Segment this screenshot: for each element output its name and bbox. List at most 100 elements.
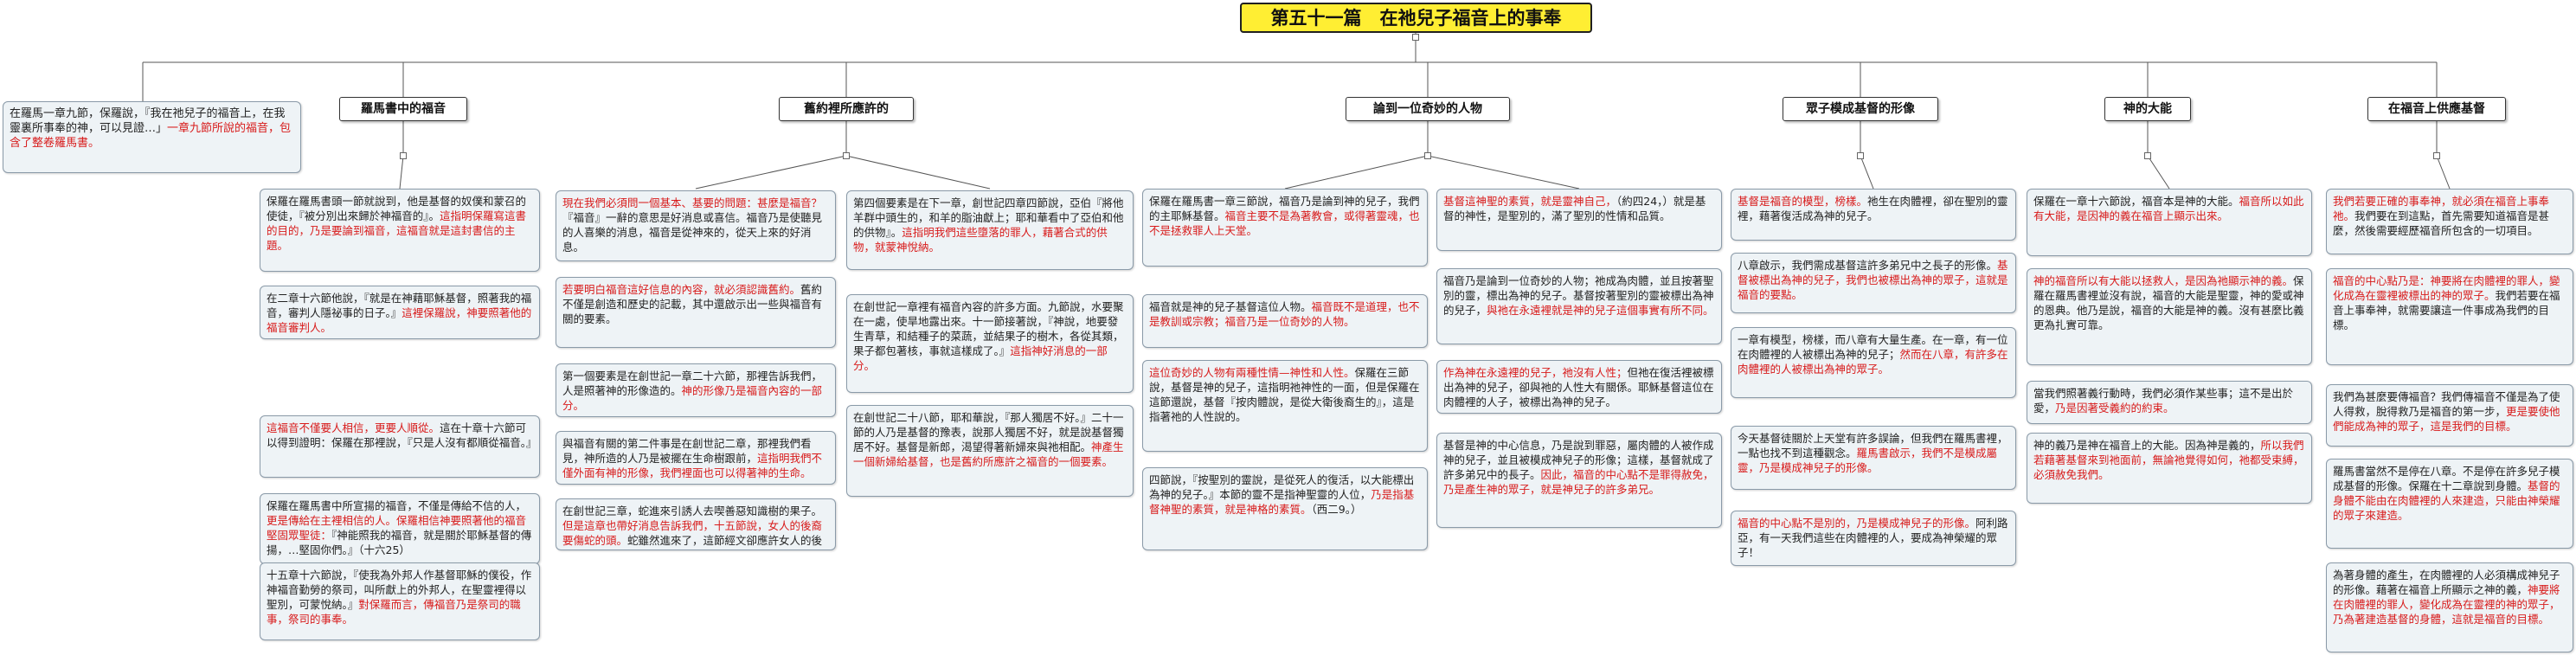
note-text: 保羅在羅馬書中所宣揚的福音，不僅是傳給不信的人， <box>267 499 527 512</box>
note-c1-4[interactable]: 保羅在羅馬書中所宣揚的福音，不僅是傳給不信的人，更是傳給在主裡相信的人。保羅相信… <box>260 493 540 564</box>
branch-6[interactable]: 在福音上供應基督 <box>2367 97 2506 121</box>
note-c1-1[interactable]: 保羅在羅馬書頭一節就說到，他是基督的奴僕和蒙召的使徒，『被分別出來歸於神福音的』… <box>260 189 540 272</box>
note-c2-1[interactable]: 現在我們必須問一個基本、基要的問題：甚麼是福音？『福音』一辭的意思是好消息或喜信… <box>556 190 836 261</box>
note-c7-3[interactable]: 當我們照著義行動時，我們必須作某些事；這不是出於愛，乃是因著受義約的約束。 <box>2027 381 2312 424</box>
note-text: 今天基督徒關於上天堂有許多誤論，但我們在羅馬書裡，一點也找不到這種觀念。 <box>1738 432 2008 460</box>
note-connector <box>695 155 847 190</box>
collapse-handle[interactable] <box>400 152 407 159</box>
branch-2[interactable]: 舊約裡所應許的 <box>779 97 914 121</box>
branch-5[interactable]: 神的大能 <box>2104 97 2191 121</box>
note-c2-4[interactable]: 與福音有關的第二件事是在創世記二章，那裡我們看見，神所造的人乃是被擺在生命樹跟前… <box>556 431 836 485</box>
note-text: 十五章十六節說，『使我為外邦人作基督耶穌的僕役，作神福音勤勞的祭司，叫所獻上的外… <box>267 569 532 611</box>
note-text: 乃是因著受義約的約束。 <box>2055 402 2175 415</box>
note-text: 保羅在一章十六節說，福音本是神的大能。 <box>2033 195 2239 208</box>
note-text: 這指神好消息的一部分。 <box>853 344 1108 372</box>
note-c4-4[interactable]: 四節說，『按聖別的靈說，是從死人的復活，以大能標出為神的兒子。』本節的靈不是指神… <box>1142 467 1428 550</box>
note-c2-5[interactable]: 在創世記三章，蛇進來引誘人去喫善惡知識樹的果子。但是這章也帶好消息告訴我們，十五… <box>556 498 836 550</box>
note-connector <box>1284 155 1429 190</box>
collapse-handle[interactable] <box>1424 152 1431 159</box>
collapse-handle[interactable] <box>2433 152 2440 159</box>
note-text: 這裡保羅說，神要照著他的福音審判人。 <box>267 306 532 334</box>
note-c8-2[interactable]: 福音的中心點乃是：神要將在肉體裡的罪人，變化成為在靈裡被標出的神的眾子。我們若要… <box>2326 268 2573 365</box>
note-c3-1[interactable]: 第四個要素是在下一章，創世記四章四節說，亞伯『將他羊群中頭生的，和羊的脂油獻上；… <box>846 190 1134 270</box>
note-c5-3[interactable]: 作為神在永遠裡的兒子，祂沒有人性；但祂在復活裡被標出為神的兒子，卻與祂的人性大有… <box>1436 360 1722 414</box>
note-text: 舊約不僅是創造和歷史的記載，其中還啟示出一些與福音有關的要素。 <box>562 283 823 325</box>
note-c2-2[interactable]: 若要明白福音這好信息的內容，就必須認識舊約。舊約不僅是創造和歷史的記載，其中還啟… <box>556 277 836 348</box>
note-c1-2[interactable]: 在二章十六節他說，『就是在神藉耶穌基督，照著我的福音，審判人隱祕事的日子。』這裡… <box>260 286 540 339</box>
note-connector <box>1427 155 1580 190</box>
note-c1-5[interactable]: 十五章十六節說，『使我為外邦人作基督耶穌的僕役，作神福音勤勞的祭司，叫所獻上的外… <box>260 562 540 640</box>
note-c8-5[interactable]: 為著身體的產生，在肉體裡的人必須構成神兒子的形像。藉著在福音上所顯示之神的義，神… <box>2326 562 2573 652</box>
note-text: 福音的中心點乃是：神要將在肉體裡的罪人，變化成為在靈裡被標出的神的眾子。 <box>2333 274 2560 302</box>
note-text: 我們要在到這點，首先需要知道福音是甚麼，然後需要經歷福音所包含的一切項目。 <box>2333 209 2550 237</box>
note-c6-5[interactable]: 福音的中心點不是別的，乃是模成神兒子的形像。阿利路亞，有一天我們這些在肉體裡的人… <box>1731 511 2016 566</box>
note-c7-1[interactable]: 保羅在一章十六節說，福音本是神的大能。福音所以如此有大能，是因神的義在福音上顯示… <box>2027 189 2312 256</box>
note-text: 第四個要素是在下一章，創世記四章四節說，亞伯『將他羊群中頭生的，和羊的脂油獻上；… <box>853 196 1124 239</box>
note-text: 與福音有關的第二件事是在創世記二章，那裡我們看見，神所造的人乃是被擺在生命樹跟前… <box>562 437 812 465</box>
note-text: 我們若要在福音上事奉神，就需要讓這一件事成為我們的目標。 <box>2333 289 2560 331</box>
note-text: 保羅在羅馬書裡並沒有說，福音的大能是聖靈，神的愛或神的恩典。他乃是說，福音的大能… <box>2033 274 2304 331</box>
note-text: 福音所以如此有大能，是因神的義在福音上顯示出來。 <box>2033 195 2304 222</box>
note-text: 我們若要正確的事奉神，就必須在福音上事奉祂。 <box>2333 195 2550 222</box>
note-text: 福音的中心點不是別的，乃是模成神兒子的形像。 <box>1738 517 1976 530</box>
branch-3[interactable]: 論到一位奇妙的人物 <box>1346 97 1510 121</box>
note-text: 基督被標出為神的兒子，我們也被標出為神的眾子，這就是福音的要點。 <box>1738 259 2008 301</box>
note-text: 這指明保羅寫這書的目的，乃是要論到福音，這福音就是這封書信的主題。 <box>267 209 527 252</box>
note-text: 但是這章也帶好消息告訴我們，十五節說，女人的後裔要傷蛇的頭。 <box>562 519 823 547</box>
note-text: 乃是指基督神聖的素質，就是神格的素質。 <box>1149 488 1415 516</box>
note-text: 我們為甚麼要傳福音？我們傳福音不僅是為了使人得救，脫得救乃是福音的第一步， <box>2333 390 2560 418</box>
note-c4-3[interactable]: 這位奇妙的人物有兩種性情—神性和人性。保羅在三節說，基督是神的兒子，這指明祂神性… <box>1142 360 1428 452</box>
note-text: 在創世記一章裡有福音內容的許多方面。九節說，水要聚在一處，使旱地露出來。十一節接… <box>853 300 1124 357</box>
note-c5-2[interactable]: 福音乃是論到一位奇妙的人物；祂成為肉體，並且按著聖別的靈，標出為神的兒子。基督按… <box>1436 268 1722 344</box>
note-text: 保羅在羅馬書一章三節說，福音乃是論到神的兒子，我們的主耶穌基督。 <box>1149 195 1420 222</box>
branch-4[interactable]: 眾子模成基督的形像 <box>1783 97 1938 121</box>
note-c4-2[interactable]: 福音就是神的兒子基督這位人物。福音既不是道理，也不是教訓或宗教；福音乃是一位奇妙… <box>1142 294 1428 348</box>
note-text: 神產生一個新婦給基督，也是舊約所應許之福音的一個要素。 <box>853 440 1124 468</box>
collapse-handle[interactable] <box>2144 152 2151 159</box>
note-text: 在創世記三章，蛇進來引誘人去喫善惡知識樹的果子。 <box>562 505 823 517</box>
note-c6-4[interactable]: 今天基督徒關於上天堂有許多誤論，但我們在羅馬書裡，一點也找不到這種觀念。羅馬書啟… <box>1731 426 2016 490</box>
note-text: 基督是神的中心信息，乃是說到罪惡，屬肉體的人被作成神的兒子，並且被模成神兒子的形… <box>1443 439 1714 481</box>
note-c7-2[interactable]: 神的福音所以有大能以拯救人，是因為祂顯示神的義。保羅在羅馬書裡並沒有說，福音的大… <box>2027 268 2312 365</box>
collapse-handle[interactable] <box>843 152 850 159</box>
note-text: 更是要使他們能成為神的眾子，這是我們的目標。 <box>2333 405 2560 433</box>
collapse-handle[interactable] <box>1412 34 1419 41</box>
note-text: 『福音』一辭的意思是好消息或喜信。福音乃是使聽見的人喜樂的消息，福音是從神來的，… <box>562 211 823 254</box>
note-c6-1[interactable]: 基督是福音的模型，榜樣。祂生在肉體裡，卻在聖別的靈裡，藉著復活成為神的兒子。 <box>1731 189 2016 241</box>
branch-1[interactable]: 羅馬書中的福音 <box>339 97 467 121</box>
note-text: 若要明白福音這好信息的內容，就必須認識舊約。 <box>562 283 801 296</box>
intro-note[interactable]: 在羅馬一章九節，保羅說，『我在祂兒子的福音上，在我靈裏所事奉的神，可以見證…」一… <box>3 101 301 173</box>
note-c8-3[interactable]: 我們為甚麼要傳福音？我們傳福音不僅是為了使人得救，脫得救乃是福音的第一步，更是要… <box>2326 384 2573 447</box>
note-c8-4[interactable]: 羅馬書當然不是停在八章。不是停在許多兒子模成基督的形像。保羅在十二章說到身體。基… <box>2326 459 2573 549</box>
note-text: 這指明我們不僅外面有神的形像，我們裡面也可以得著神的生命。 <box>562 452 823 479</box>
note-text: 在創世記二十八節，耶和華說，『那人獨居不好。』二十一節的人乃是基督的豫表，說那人… <box>853 411 1124 453</box>
note-text: 保羅在羅馬書頭一節就說到，他是基督的奴僕和蒙召的使徒，『被分別出來歸於神福音的』… <box>267 195 527 222</box>
note-text: 一章有模型，榜樣，而八章有大量生產。在一章，有一位在肉體裡的人被標出為神的兒子； <box>1738 333 2008 361</box>
note-text: 八章啟示，我們需成基督這許多弟兄中之長子的形像。 <box>1738 259 1998 272</box>
note-text: 『神能照我的福音，就是關於耶穌基督的傳揚，…堅固你們。』（十六25） <box>267 529 532 556</box>
note-connector <box>845 155 991 190</box>
note-c4-1[interactable]: 保羅在羅馬書一章三節說，福音乃是論到神的兒子，我們的主耶穌基督。福音主要不是為著… <box>1142 189 1428 267</box>
note-connector <box>2147 155 2170 190</box>
note-c6-2[interactable]: 八章啟示，我們需成基督這許多弟兄中之長子的形像。基督被標出為神的兒子，我們也被標… <box>1731 253 2016 313</box>
note-text: 所以我們若藉著基督來到祂面前，無論祂覺得如何，祂都受束縛，必須赦免我們。 <box>2033 439 2304 481</box>
note-c1-3[interactable]: 這福音不僅要人相信，更要人順從。這在十章十六節可以得到證明：保羅在那裡說，『只是… <box>260 415 540 478</box>
note-text: 神的義乃是神在福音上的大能。因為神是義的， <box>2033 439 2261 452</box>
root-topic[interactable]: 第五十一篇 在祂兒子福音上的事奉 <box>1240 3 1592 33</box>
note-c5-4[interactable]: 基督是神的中心信息，乃是說到罪惡，屬肉體的人被作成神的兒子，並且被模成神兒子的形… <box>1436 433 1722 528</box>
note-c8-1[interactable]: 我們若要正確的事奉神，就必須在福音上事奉祂。我們要在到這點，首先需要知道福音是甚… <box>2326 189 2573 254</box>
note-text: （西二9。） <box>1311 503 1362 516</box>
note-c2-3[interactable]: 第一個要素是在創世記一章二十六節，那裡告訴我們，人是照著神的形像造的。神的形像乃… <box>556 363 836 417</box>
note-text: 基督是福音的模型，榜樣。 <box>1738 195 1868 208</box>
note-text: 羅馬書啟示，我們不是模成屬靈，乃是模成神兒子的形像。 <box>1738 447 1998 474</box>
note-c5-1[interactable]: 基督這神聖的素質，就是靈神自己，（約四24，）就是基督的神性，是聖別的，滿了聖別… <box>1436 189 1722 251</box>
note-c3-3[interactable]: 在創世記二十八節，耶和華說，『那人獨居不好。』二十一節的人乃是基督的豫表，說那人… <box>846 405 1134 497</box>
note-text: 與祂在永遠裡就是神的兒子這個事實有所不同。 <box>1487 304 1714 317</box>
note-c7-4[interactable]: 神的義乃是神在福音上的大能。因為神是義的，所以我們若藉著基督來到祂面前，無論祂覺… <box>2027 433 2312 504</box>
note-c3-2[interactable]: 在創世記一章裡有福音內容的許多方面。九節說，水要聚在一處，使旱地露出來。十一節接… <box>846 294 1134 393</box>
note-text: 羅馬書當然不是停在八章。不是停在許多兒子模成基督的形像。保羅在十二章說到身體。 <box>2333 465 2560 492</box>
note-c6-3[interactable]: 一章有模型，榜樣，而八章有大量生產。在一章，有一位在肉體裡的人被標出為神的兒子；… <box>1731 327 2016 398</box>
collapse-handle[interactable] <box>1857 152 1864 159</box>
note-connector <box>399 155 404 190</box>
